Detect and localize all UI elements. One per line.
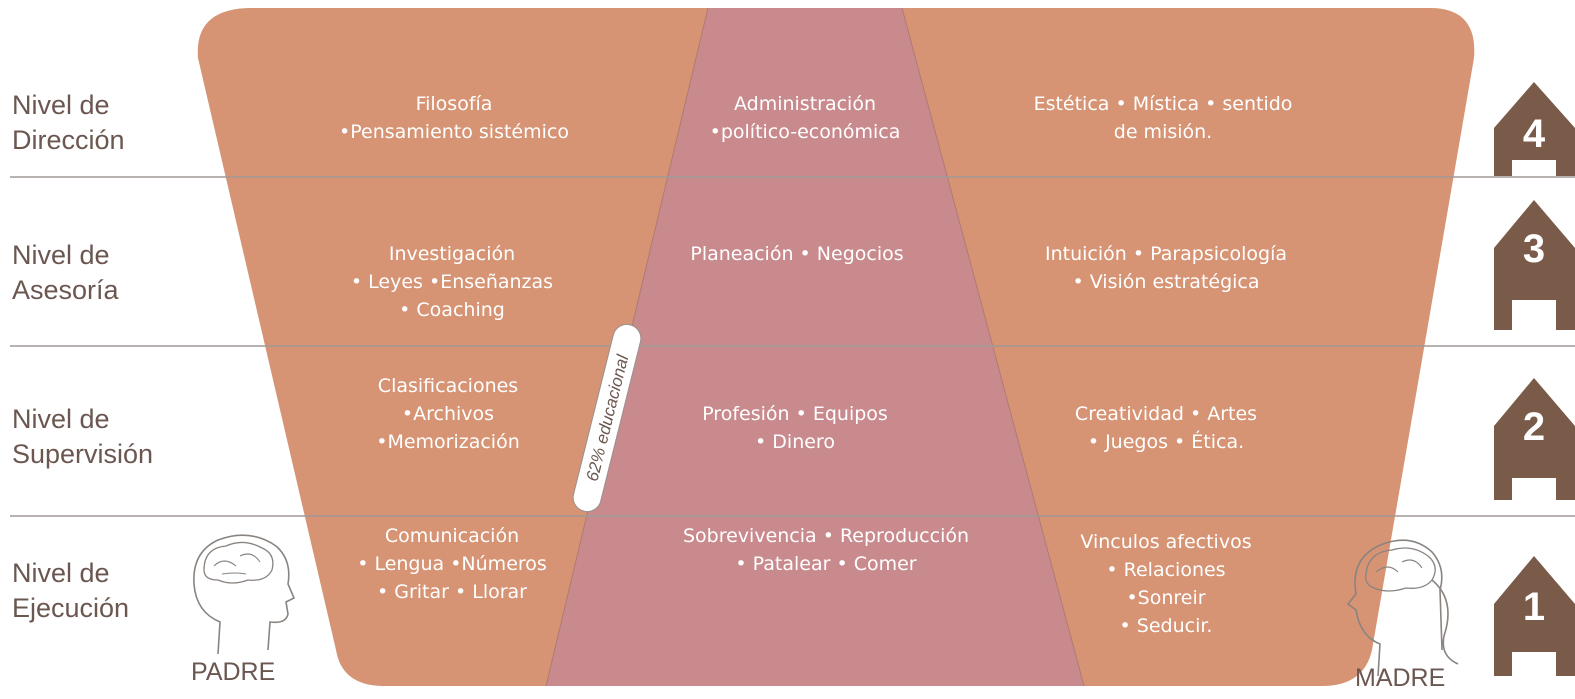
level-label-line1: Nivel de	[12, 404, 110, 434]
arrow-up-icon	[1494, 82, 1575, 176]
arrow-up-icon	[1494, 200, 1575, 330]
female-head-brain-icon	[1346, 539, 1459, 677]
arrow-level-3: 3	[1494, 200, 1575, 330]
level-label-line1: Nivel de	[12, 558, 110, 588]
cell-line: • Relaciones	[1106, 559, 1226, 581]
level-label-line2: Ejecución	[12, 593, 130, 623]
arrow-level-1: 1	[1494, 556, 1575, 676]
cell-direccion-center: Administración •político-económica	[710, 90, 901, 146]
cell-line: • Lengua •Números	[357, 553, 547, 575]
cell-line: •político-económica	[709, 121, 901, 143]
cell-line: •Archivos	[401, 403, 495, 425]
cell-line: Creatividad • Artes	[1074, 403, 1258, 425]
level-label-line2: Supervisión	[12, 439, 154, 469]
level-label-line1: Nivel de	[12, 240, 110, 270]
cell-ejecucion-left: Comunicación • Lengua •Números • Gritar …	[357, 522, 547, 606]
cell-line: Clasificaciones	[377, 375, 519, 397]
level-number-1: 1	[1523, 585, 1545, 629]
level-label-direccion: Nivel de Dirección	[12, 88, 125, 158]
cell-supervision-right: Creatividad • Artes • Juegos • Ética.	[1075, 400, 1257, 456]
cell-direccion-left: Filosofía •Pensamiento sistémico	[339, 90, 569, 146]
padre-label: PADRE	[191, 658, 276, 686]
cell-asesoria-center: Planeación • Negocios	[690, 240, 903, 268]
cell-line: •Memorización	[376, 431, 520, 453]
cell-line: de misión.	[1113, 121, 1213, 143]
cell-asesoria-right: Intuición • Parapsicología • Visión estr…	[1045, 240, 1287, 296]
level-label-line2: Asesoría	[12, 275, 119, 305]
cell-line: • Seducir.	[1119, 615, 1213, 637]
cell-line: • Patalear • Comer	[735, 553, 917, 575]
cell-line: Estética • Mística • sentido	[1033, 93, 1293, 115]
cell-line: Investigación	[388, 243, 516, 265]
cell-line: • Leyes •Enseñanzas	[350, 271, 554, 293]
level-number-3: 3	[1523, 227, 1545, 271]
arrow-level-4: 4	[1494, 82, 1575, 176]
cell-line: • Juegos • Ética.	[1087, 431, 1245, 453]
cell-line: Planeación • Negocios	[690, 243, 904, 265]
cell-ejecucion-center: Sobrevivencia • Reproducción • Patalear …	[683, 522, 969, 578]
cell-line: Intuición • Parapsicología	[1045, 243, 1287, 265]
cell-direccion-right: Estética • Mística • sentido de misión.	[1034, 90, 1293, 146]
cell-line: • Coaching	[399, 299, 505, 321]
cell-supervision-center: Profesión • Equipos • Dinero	[702, 400, 888, 456]
cell-line: • Dinero	[755, 431, 835, 453]
level-label-asesoria: Nivel de Asesoría	[12, 238, 119, 308]
right-divider	[901, 7, 1085, 687]
cell-line: •Pensamiento sistémico	[339, 121, 569, 143]
level-label-line1: Nivel de	[12, 90, 110, 120]
cell-line: Vinculos afectivos	[1080, 531, 1252, 553]
level-label-line2: Dirección	[12, 125, 125, 155]
cell-line: Profesión • Equipos	[702, 403, 888, 425]
cell-line: Filosofía	[415, 93, 493, 115]
male-head-brain-icon	[193, 534, 296, 655]
arrow-level-2: 2	[1494, 378, 1575, 500]
madre-label: MADRE	[1355, 664, 1446, 692]
level-label-ejecucion: Nivel de Ejecución	[12, 556, 129, 626]
cell-line: •Sonreir	[1126, 587, 1206, 609]
arrow-up-icon	[1494, 378, 1575, 500]
cell-line: • Visión estratégica	[1072, 271, 1260, 293]
arrow-up-icon	[1494, 556, 1575, 676]
cell-line: Administración	[733, 93, 877, 115]
level-label-supervision: Nivel de Supervisión	[12, 402, 153, 472]
cell-line: Comunicación	[384, 525, 520, 547]
cell-line: • Gritar • Llorar	[376, 581, 527, 603]
cell-supervision-left: Clasificaciones •Archivos •Memorización	[376, 372, 520, 456]
level-number-2: 2	[1523, 405, 1545, 449]
level-number-4: 4	[1523, 112, 1546, 156]
cell-asesoria-left: Investigación • Leyes •Enseñanzas • Coac…	[351, 240, 553, 324]
cell-ejecucion-right: Vinculos afectivos • Relaciones •Sonreir…	[1080, 528, 1251, 640]
cell-line: Sobrevivencia • Reproducción	[682, 525, 970, 547]
